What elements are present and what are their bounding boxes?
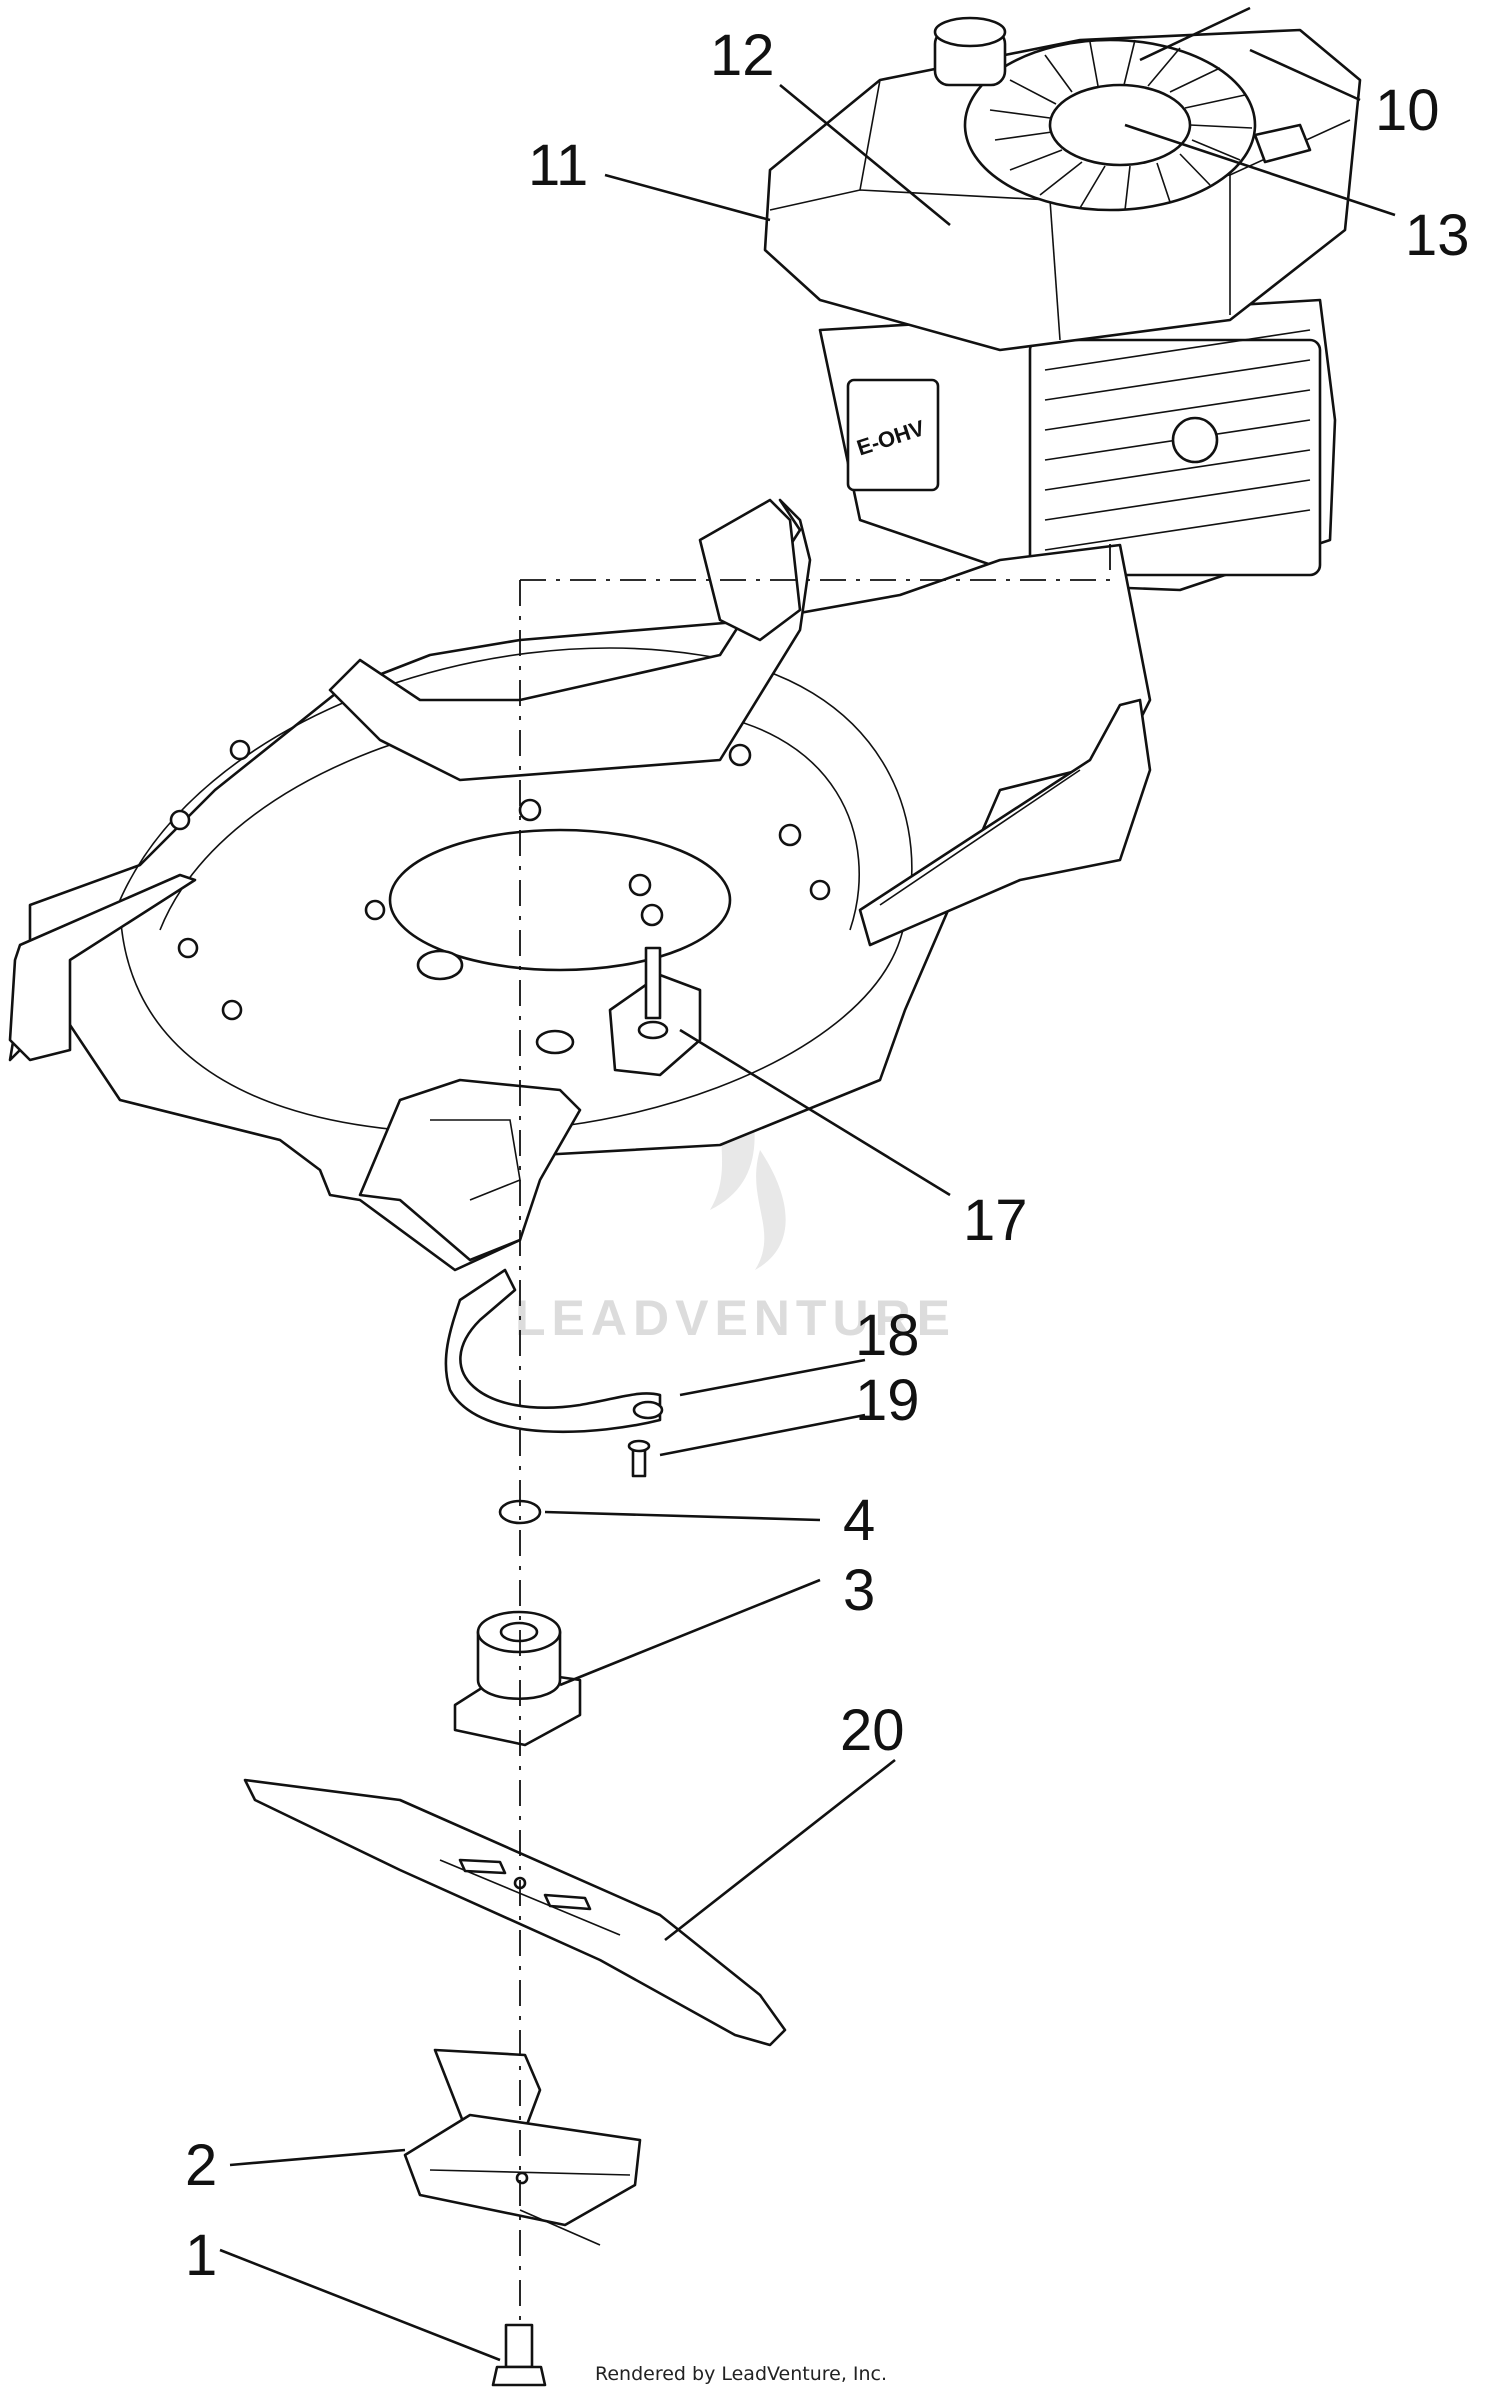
deck-stud-plate (608, 946, 702, 1077)
callout-12: 12 (710, 23, 775, 88)
render-credit: Rendered by LeadVenture, Inc. (595, 2363, 887, 2385)
engine-assembly: E-OHV (763, 6, 1362, 592)
leader-lines (219, 48, 1396, 2362)
blade-adapter (453, 1610, 582, 1747)
screw (627, 1439, 651, 1478)
engine-mount-opening (388, 828, 732, 972)
callout-13: 13 (1405, 203, 1470, 268)
callout-2: 2 (185, 2133, 217, 2198)
blade-stiffener (403, 2048, 642, 2246)
callout-17: 17 (963, 1188, 1028, 1253)
callout-labels: 1 2 3 4 10 11 12 13 17 18 19 20 (185, 23, 1470, 2288)
fuel-cap (1253, 123, 1312, 164)
mower-blade (243, 1778, 787, 2047)
blade-brake-bracket (444, 1268, 664, 1434)
callout-1: 1 (185, 2223, 217, 2288)
callout-3: 3 (843, 1558, 875, 1623)
blade-bolt (491, 2323, 547, 2387)
mower-deck (8, 498, 1152, 1272)
callout-10: 10 (1375, 78, 1440, 143)
recoil-starter-cover (963, 38, 1257, 212)
callout-11: 11 (528, 133, 588, 198)
assembly-centerline (519, 540, 1111, 2330)
engine-badge: E-OHV (846, 378, 940, 492)
engine-cooling-fins (1028, 329, 1322, 577)
callout-4: 4 (843, 1488, 875, 1553)
oil-fill-cap (933, 16, 1007, 87)
rear-axle-bracket (858, 698, 1152, 947)
callout-20: 20 (840, 1698, 905, 1763)
watermark-text: LEADVENTURE (515, 1290, 956, 1346)
spark-plug-wire (1139, 6, 1251, 62)
callout-19: 19 (855, 1368, 920, 1433)
front-bumper-left (8, 873, 197, 1062)
callout-18: 18 (855, 1303, 920, 1368)
